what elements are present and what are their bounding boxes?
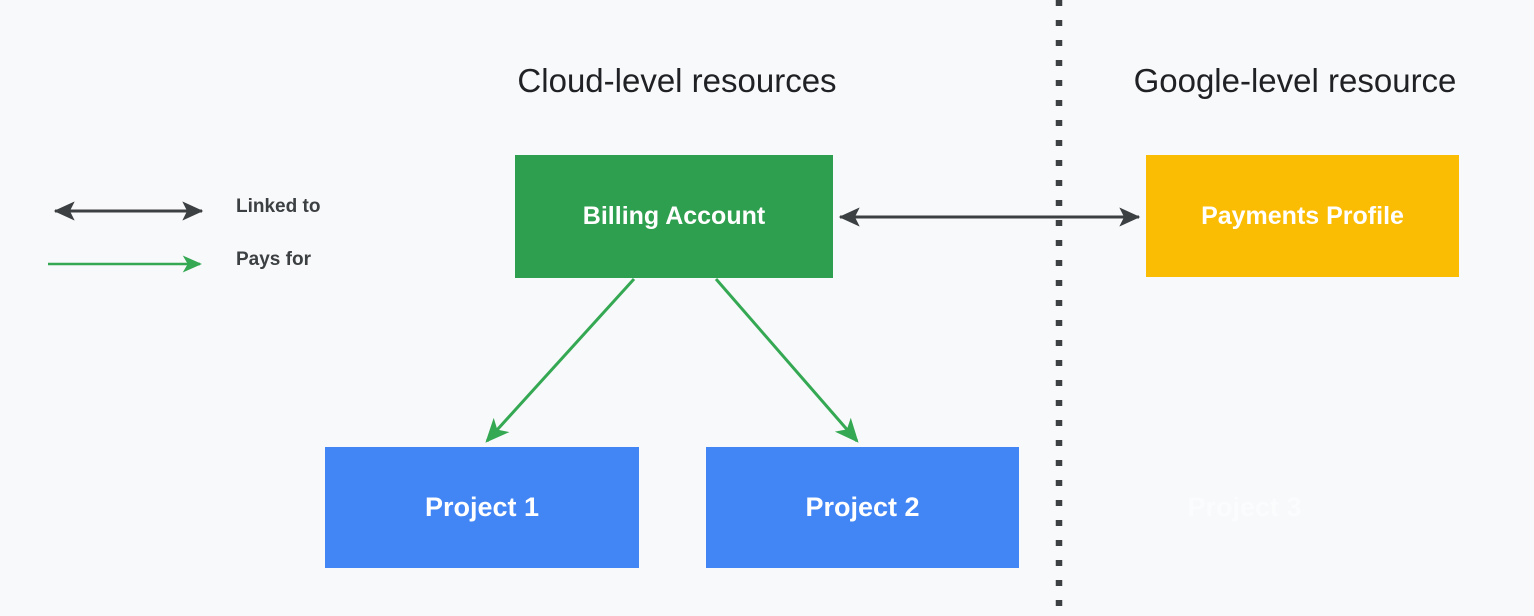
node-billing-account[interactable]: Billing Account <box>515 155 833 278</box>
double-arrow-icon <box>53 201 204 221</box>
node-project-1-label: Project 1 <box>424 492 540 522</box>
node-project-2-label: Project 2 <box>805 492 920 522</box>
legend-item-linked-to: Linked to <box>40 190 400 230</box>
node-payments-profile[interactable]: Payments Profile <box>1146 155 1459 277</box>
node-project-3: Project 3 <box>1088 447 1401 568</box>
single-arrow-icon <box>48 255 202 273</box>
connector-billing-to-project-2 <box>714 278 859 443</box>
legend-item-pays-for: Pays for <box>40 243 400 283</box>
legend: Linked to Pays for <box>40 190 400 290</box>
node-project-1[interactable]: Project 1 <box>325 447 639 568</box>
node-project-3-label: Project 3 <box>1187 492 1302 522</box>
legend-label-pays-for: Pays for <box>236 249 311 270</box>
node-payments-profile-label: Payments Profile <box>1201 201 1404 230</box>
node-project-2[interactable]: Project 2 <box>706 447 1019 568</box>
legend-label-linked-to: Linked to <box>236 196 321 217</box>
node-billing-account-label: Billing Account <box>582 202 766 230</box>
connector-billing-to-project-1 <box>485 277 636 443</box>
heading-google-level-resource: Google-level resource <box>1133 62 1457 99</box>
heading-cloud-level-resources: Cloud-level resources <box>517 62 837 99</box>
